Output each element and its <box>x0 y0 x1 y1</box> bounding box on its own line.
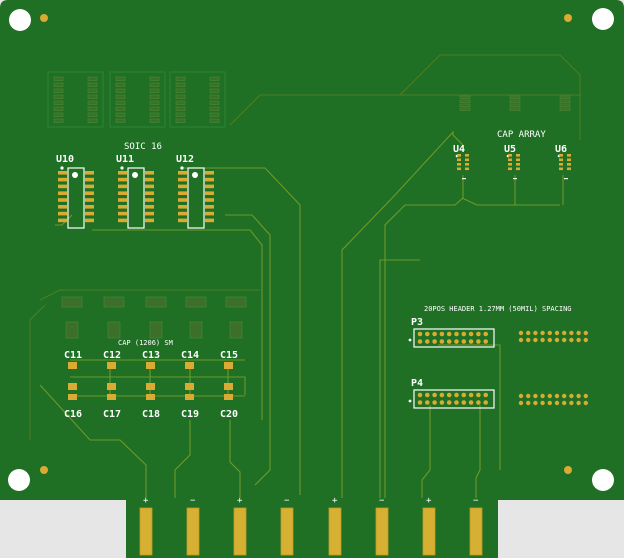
cap-refdes: C17 <box>103 409 121 420</box>
soic-footprint: U11 <box>116 154 154 229</box>
soic-refdes: U12 <box>176 154 194 165</box>
unpopulated-soic-footprints <box>47 71 226 128</box>
unpopulated-array-footprints <box>459 95 571 111</box>
soic-footprint: U10 <box>56 154 94 229</box>
cap-array-parts: U4 U5 U6 <box>453 144 571 180</box>
cap-footprint: C14 <box>181 350 199 390</box>
cap-1206-label: CAP (1206) SM <box>118 339 173 347</box>
cap-array-footprint: U4 <box>453 144 469 180</box>
soic-refdes: U10 <box>56 154 74 165</box>
edge-finger: + <box>233 496 247 556</box>
edge-finger-polarity: − <box>190 496 196 506</box>
unpopulated-header-footprints <box>518 330 588 406</box>
mounting-hole <box>8 469 30 491</box>
soic-refdes: U11 <box>116 154 134 165</box>
soic-footprint: U12 <box>176 154 214 229</box>
edge-finger-polarity: + <box>426 496 432 506</box>
cap-footprint: C17 <box>103 394 121 420</box>
copper-traces <box>39 130 564 498</box>
cap-array-footprint: U5 <box>504 144 520 180</box>
header-label: 20POS HEADER 1.27MM (50MIL) SPACING <box>424 305 572 313</box>
header-footprint: P4 <box>408 378 495 409</box>
bottom-layer-traces <box>29 54 581 440</box>
cap-footprint: C15 <box>220 350 238 390</box>
soic-label: SOIC 16 <box>124 142 162 152</box>
edge-finger: − <box>469 496 483 556</box>
edge-finger-polarity: − <box>284 496 290 506</box>
header-refdes: P4 <box>411 378 423 389</box>
mounting-hole <box>592 8 614 30</box>
edge-finger: + <box>139 496 153 556</box>
cap-refdes: C19 <box>181 409 199 420</box>
cap-refdes: C15 <box>220 350 238 361</box>
cap-refdes: C12 <box>103 350 121 361</box>
cap-refdes: C16 <box>64 409 82 420</box>
cap-footprint: C13 <box>142 350 160 390</box>
mounting-hole <box>592 469 614 491</box>
edge-connector: + − + − + − + − <box>139 496 483 556</box>
cap-array-label: CAP ARRAY <box>497 130 546 140</box>
cap-array-refdes: U4 <box>453 144 465 155</box>
unpopulated-cap-footprints <box>61 296 247 339</box>
cap-refdes: C11 <box>64 350 82 361</box>
mounting-hole <box>9 9 31 31</box>
cap-array-refdes: U5 <box>504 144 516 155</box>
edge-finger: − <box>280 496 294 556</box>
edge-finger-polarity: + <box>143 496 149 506</box>
cap-refdes: C13 <box>142 350 160 361</box>
edge-finger-polarity: − <box>473 496 479 506</box>
edge-finger: + <box>328 496 342 556</box>
edge-finger: − <box>186 496 200 556</box>
cap-refdes: C20 <box>220 409 238 420</box>
cap-footprint: C20 <box>220 394 238 420</box>
cap-refdes: C18 <box>142 409 160 420</box>
fiducial <box>564 14 572 22</box>
cap-footprint: C16 <box>64 394 82 420</box>
edge-finger-polarity: + <box>237 496 243 506</box>
edge-finger-polarity: + <box>332 496 338 506</box>
cap-refdes: C14 <box>181 350 199 361</box>
cap-array-refdes: U6 <box>555 144 567 155</box>
cap-footprint: C18 <box>142 394 160 420</box>
header-refdes: P3 <box>411 317 423 328</box>
edge-finger: − <box>375 496 389 556</box>
fiducial <box>40 466 48 474</box>
edge-finger-polarity: − <box>379 496 385 506</box>
edge-finger: + <box>422 496 436 556</box>
fiducial <box>564 466 572 474</box>
cap-footprint: C19 <box>181 394 199 420</box>
fiducial <box>40 14 48 22</box>
header-footprint: P3 <box>408 317 495 348</box>
cap-footprint: C11 <box>64 350 82 390</box>
cap-footprint: C12 <box>103 350 121 390</box>
cap-array-footprint: U6 <box>555 144 571 180</box>
soic-parts: U10 U11 U12 <box>56 154 214 229</box>
